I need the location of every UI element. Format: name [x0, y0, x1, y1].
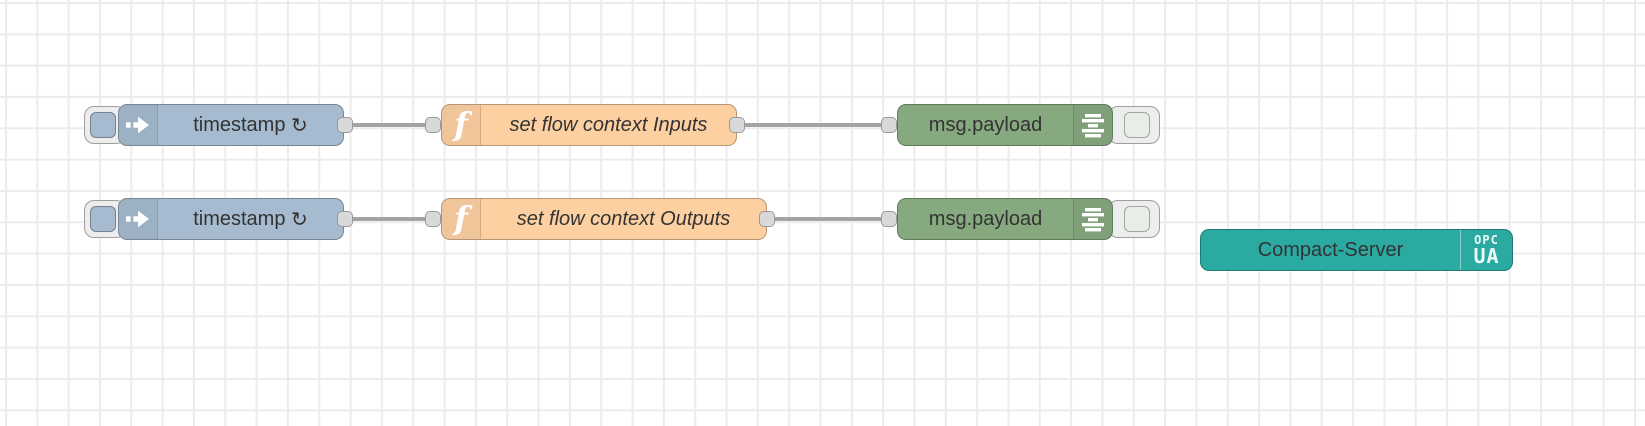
function-node-label: set flow context Outputs: [516, 207, 731, 230]
debug-toggle-button-inner[interactable]: [1124, 112, 1150, 138]
inject-label-text: timestamp: [193, 113, 286, 136]
opcua-badge-icon: OPC UA: [1460, 230, 1512, 270]
repeat-indicator-icon: ↻: [291, 208, 308, 231]
repeat-indicator-icon: ↻: [291, 114, 308, 137]
inject-node-label: timestamp ↻: [158, 105, 343, 145]
function-input-port[interactable]: [425, 117, 441, 133]
debug-input-port[interactable]: [881, 117, 897, 133]
debug-list-icon: [1073, 199, 1112, 239]
function-output-port[interactable]: [729, 117, 745, 133]
debug-toggle-button-inner[interactable]: [1124, 206, 1150, 232]
function-node[interactable]: f set flow context Outputs: [441, 198, 767, 240]
debug-node-label: msg.payload: [928, 113, 1043, 136]
wire[interactable]: [345, 217, 441, 221]
inject-output-port[interactable]: [337, 211, 353, 227]
inject-node-label: timestamp ↻: [158, 199, 343, 239]
function-icon: f: [442, 105, 481, 145]
function-output-port[interactable]: [759, 211, 775, 227]
inject-node[interactable]: timestamp ↻: [118, 198, 344, 240]
debug-node[interactable]: msg.payload: [897, 104, 1113, 146]
inject-run-button-inner[interactable]: [90, 112, 116, 138]
inject-arrow-icon: [119, 199, 158, 239]
inject-run-button-inner[interactable]: [90, 206, 116, 232]
debug-list-icon: [1073, 105, 1112, 145]
function-input-port[interactable]: [425, 211, 441, 227]
opcua-badge-line1: OPC: [1474, 233, 1499, 247]
opcua-badge-line2: UA: [1473, 244, 1500, 268]
inject-output-port[interactable]: [337, 117, 353, 133]
debug-node-label: msg.payload: [928, 207, 1043, 230]
function-icon: f: [442, 199, 481, 239]
inject-label-text: timestamp: [193, 207, 286, 230]
debug-input-port[interactable]: [881, 211, 897, 227]
inject-arrow-icon: [119, 105, 158, 145]
function-node[interactable]: f set flow context Inputs: [441, 104, 737, 146]
function-node-label: set flow context Inputs: [509, 113, 708, 136]
opcua-compact-server-node[interactable]: Compact-Server OPC UA: [1200, 229, 1513, 271]
wire[interactable]: [737, 123, 889, 127]
wire[interactable]: [767, 217, 889, 221]
opcua-server-label: Compact-Server: [1257, 238, 1404, 261]
debug-node[interactable]: msg.payload: [897, 198, 1113, 240]
inject-node[interactable]: timestamp ↻: [118, 104, 344, 146]
wire[interactable]: [345, 123, 441, 127]
